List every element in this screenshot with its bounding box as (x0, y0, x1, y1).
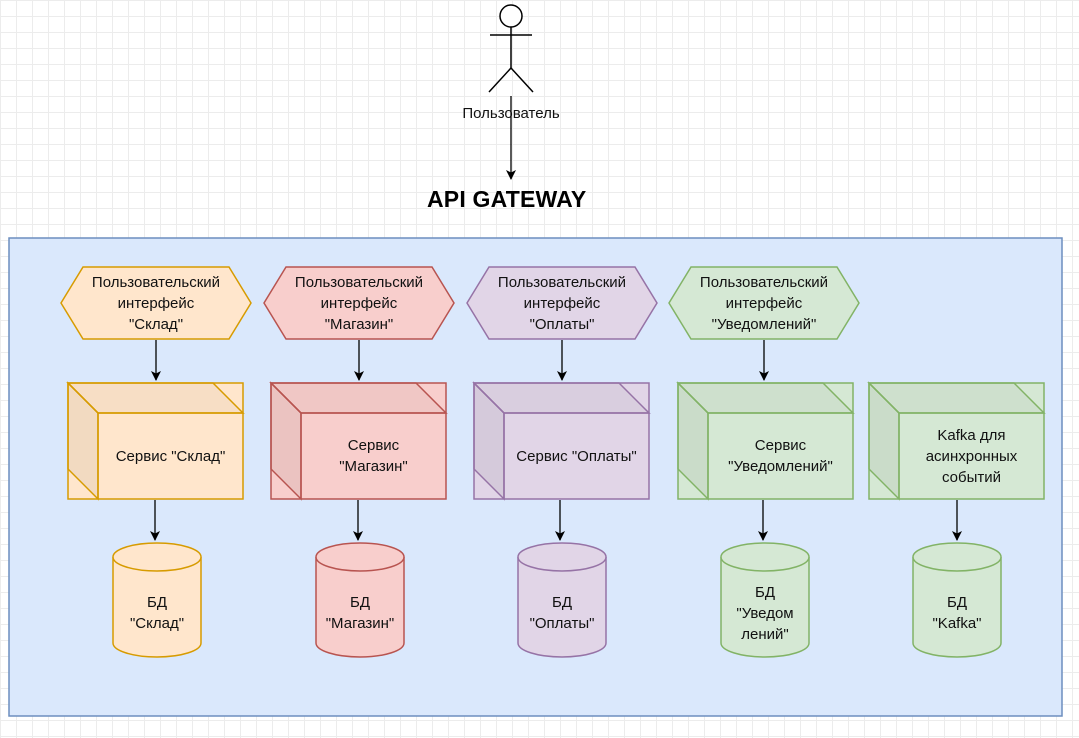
service-label-2: Сервис "Оплаты" (516, 447, 637, 465)
kafka-db-label: БД "Kafka" (932, 594, 982, 632)
kafka-db-cylinder[interactable] (912, 542, 1002, 658)
user-label: Пользователь (462, 104, 560, 122)
db-cylinder-0[interactable] (112, 542, 202, 658)
db-label-3: БД "Уведом лений" (736, 583, 794, 643)
service-label-1: Сервис "Магазин" (339, 437, 408, 475)
db-cylinder-3[interactable] (720, 542, 810, 658)
service-cube-2[interactable] (472, 381, 651, 501)
ui-hexagon-3[interactable] (668, 266, 860, 340)
service-cube-3[interactable] (676, 381, 855, 501)
ui-hexagon-2[interactable] (466, 266, 658, 340)
service-cube-0[interactable] (66, 381, 245, 501)
api-gateway-title: API GATEWAY (427, 186, 587, 212)
kafka-label: Kafka для асинхронных событий (925, 426, 1018, 486)
db-label-0: БД "Склад" (129, 594, 185, 632)
db-cylinder-1[interactable] (315, 542, 405, 658)
user-actor-icon[interactable] (488, 4, 534, 93)
ui-label-1: Пользовательский интерфейс "Магазин" (294, 273, 424, 333)
service-label-0: Сервис "Склад" (115, 447, 226, 465)
ui-label-0: Пользовательский интерфейс "Склад" (91, 273, 221, 333)
db-label-2: БД "Оплаты" (529, 594, 595, 632)
ui-label-2: Пользовательский интерфейс "Оплаты" (497, 273, 627, 333)
db-cylinder-2[interactable] (517, 542, 607, 658)
service-cube-1[interactable] (269, 381, 448, 501)
ui-hexagon-0[interactable] (60, 266, 252, 340)
kafka-cube[interactable] (867, 381, 1046, 501)
db-label-1: БД "Магазин" (325, 594, 395, 632)
ui-label-3: Пользовательский интерфейс "Уведомлений" (699, 273, 829, 333)
ui-hexagon-1[interactable] (263, 266, 455, 340)
service-label-3: Сервис "Уведомлений" (728, 437, 833, 475)
